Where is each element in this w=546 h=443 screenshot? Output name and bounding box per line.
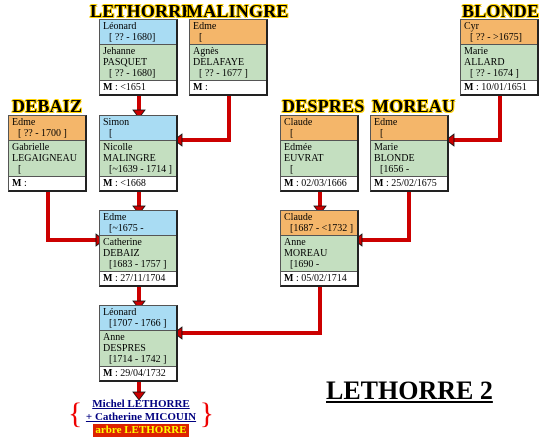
connector [180,285,322,335]
husband-box[interactable]: Claude[1687 - <1732 ] [281,211,357,236]
left-brace: { [68,397,83,430]
arrowhead [132,109,146,119]
husband-box[interactable]: Cyr[ ?? - >1675] [461,20,537,45]
husband-box[interactable]: Edme[ [190,20,266,45]
arrowhead [132,391,146,401]
descendant-link[interactable]: Michel LETHORRE [92,398,190,410]
arrowhead [173,326,183,340]
marriage-info: M : [190,81,266,94]
marriage-info: M : <1651 [100,81,176,94]
connector [180,94,231,142]
arrowhead [445,133,455,147]
husband-box[interactable]: Edme[ [371,116,447,141]
right-brace: } [199,397,214,430]
arrowhead [173,133,183,147]
family-label: MALINGRE [186,1,289,21]
husband-box[interactable]: Claude[ [281,116,357,141]
marriage-info: M : [9,177,85,190]
marriage-info: M : 10/01/1651 [461,81,537,94]
family-label: LETHORRE [90,1,194,21]
husband-box[interactable]: Simon[ [100,116,176,141]
connector [360,190,411,242]
descendant-links: { } Michel LETHORRE + Catherine MICOUIN … [68,398,214,437]
connector [452,94,502,142]
husband-box[interactable]: Léonard[ ?? - 1680] [100,20,176,45]
family-label: DEBAIZ [12,96,83,116]
husband-box[interactable]: Léonard[1707 - 1766 ] [100,306,176,331]
marriage-info: M : 25/02/1675 [371,177,447,190]
marriage-info: M : 02/03/1666 [281,177,357,190]
page-title: LETHORRE 2 [326,376,493,405]
family-label: DESPRES [282,96,365,116]
husband-box[interactable]: Edme[~1675 - [100,211,176,236]
marriage-info: M : 05/02/1714 [281,272,357,285]
marriage-info: M : 29/04/1732 [100,367,176,380]
family-label: MOREAU [372,96,456,116]
marriage-info: M : <1668 [100,177,176,190]
family-label: BLONDE [462,1,540,21]
spouse-link[interactable]: + Catherine MICOUIN [85,411,197,423]
marriage-info: M : 27/11/1704 [100,272,176,285]
connector [46,190,98,242]
tree-link[interactable]: arbre LETHORRE [93,424,189,437]
husband-box[interactable]: Edme[ ?? - 1700 ] [9,116,85,141]
